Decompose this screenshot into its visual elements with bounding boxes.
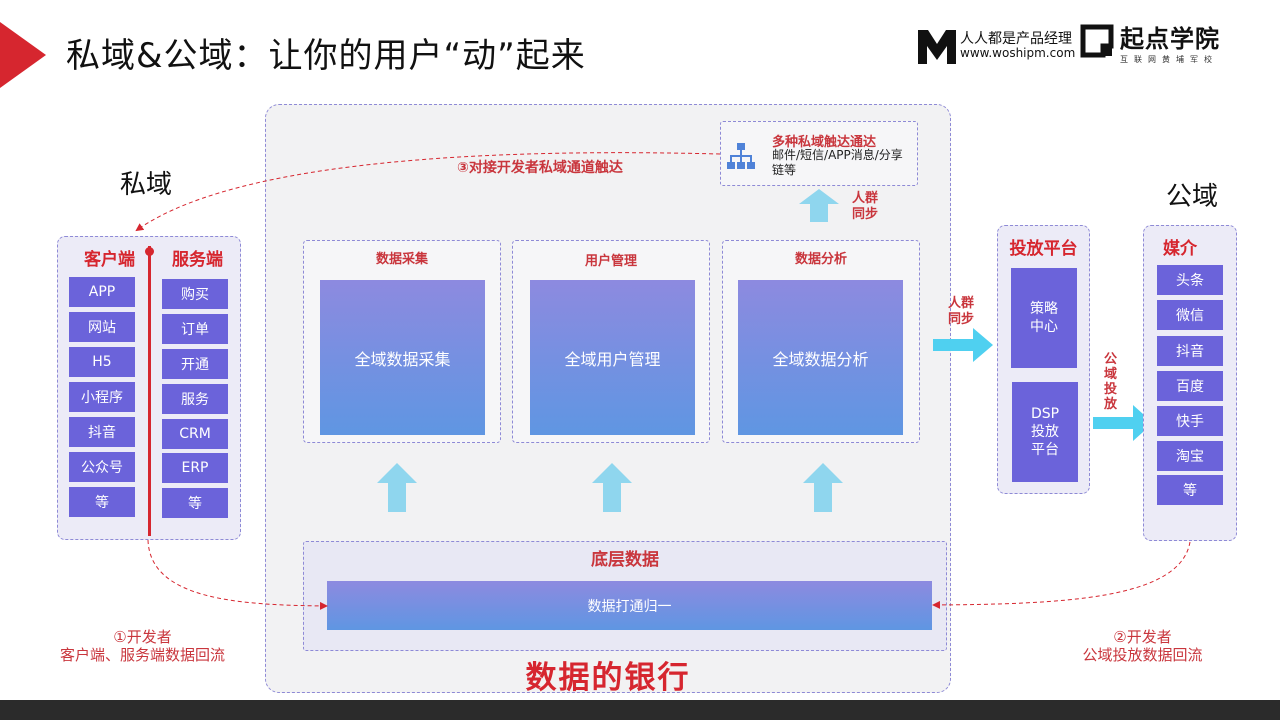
right-arrow-icon [933,328,993,362]
audience-sync-top-label: 人群 同步 [852,191,879,222]
bottom-data-header: 底层数据 [591,550,659,570]
public-launch-label: 公 域 投 放 [1104,352,1118,412]
public-domain-label: 公域 [1166,182,1219,212]
media-item-taobao: 淘宝 [1157,441,1223,471]
server-item-crm: CRM [162,419,228,449]
module-box-collect: 全域数据采集 [320,280,485,435]
server-header: 服务端 [172,250,223,270]
module-header-analysis: 数据分析 [794,252,847,267]
client-item-etc: 等 [69,487,135,517]
woshipm-logo-icon [918,30,956,64]
server-item-activate: 开通 [162,349,228,379]
step2-connector [932,541,1191,609]
media-item-etc: 等 [1157,475,1223,505]
media-item-wechat: 微信 [1157,300,1223,330]
client-item-h5: H5 [69,347,135,377]
server-item-etc: 等 [162,488,228,518]
divider-dot [145,247,154,256]
private-reach-box [720,121,918,186]
strategy-center-box: 策略 中心 [1011,268,1077,368]
client-item-website: 网站 [69,312,135,342]
server-item-erp: ERP [162,453,228,483]
client-header: 客户端 [84,250,135,270]
module-header-user: 用户管理 [584,254,637,269]
brand-woshipm-url: www.woshipm.com [960,46,1076,61]
up-arrow-icon [377,463,417,512]
media-item-douyin: 抖音 [1157,336,1223,366]
module-box-user: 全域用户管理 [530,280,695,435]
media-item-baidu: 百度 [1157,371,1223,401]
hierarchy-icon [727,143,755,169]
media-header: 媒介 [1163,239,1197,259]
up-arrow-icon [799,189,839,222]
page-title: 私域&公域：让你的用户“动”起来 [66,36,586,76]
up-arrow-icon [592,463,632,512]
brand-qidian-name: 起点学院 [1120,25,1220,53]
client-item-official-account: 公众号 [69,452,135,482]
client-item-douyin: 抖音 [69,417,135,447]
module-header-collect: 数据采集 [375,252,428,267]
brand-qidian-subtitle: 互联网黄埔军校 [1120,55,1218,64]
data-bank-title: 数据的银行 [525,660,691,696]
step3-label: ③对接开发者私域通道触达 [457,160,623,176]
audience-sync-right-label: 人群 同步 [948,296,975,327]
server-item-purchase: 购买 [162,279,228,309]
client-item-miniprogram: 小程序 [69,382,135,412]
private-domain-label: 私域 [120,170,173,200]
dsp-platform-box: DSP 投放 平台 [1012,382,1078,482]
server-item-order: 订单 [162,314,228,344]
module-box-analysis: 全域数据分析 [738,280,903,435]
step2-label: ②开发者 公域投放数据回流 [1082,628,1203,664]
footer-bar [0,700,1280,720]
qidian-logo-icon [1080,24,1114,58]
media-item-toutiao: 头条 [1157,265,1223,295]
server-item-service: 服务 [162,384,228,414]
divider-line [148,246,151,536]
data-merge-bar: 数据打通归一 [327,581,932,630]
corner-triangle-icon [0,22,46,88]
media-item-kuaishou: 快手 [1157,406,1223,436]
reach-title: 多种私域触达通达 [772,135,877,150]
ad-platform-header: 投放平台 [1009,239,1078,259]
reach-description: 邮件/短信/APP消息/分享链等 [772,148,903,177]
brand-woshipm-name: 人人都是产品经理 [960,31,1072,48]
brand-qidian: 起点学院 互联网黄埔军校 [1080,24,1220,65]
right-arrow-icon [1093,405,1153,441]
up-arrow-icon [803,463,843,512]
step1-label: ①开发者 客户端、服务端数据回流 [59,628,225,664]
client-item-app: APP [69,277,135,307]
brand-woshipm: 人人都是产品经理 www.woshipm.com [918,26,1075,66]
